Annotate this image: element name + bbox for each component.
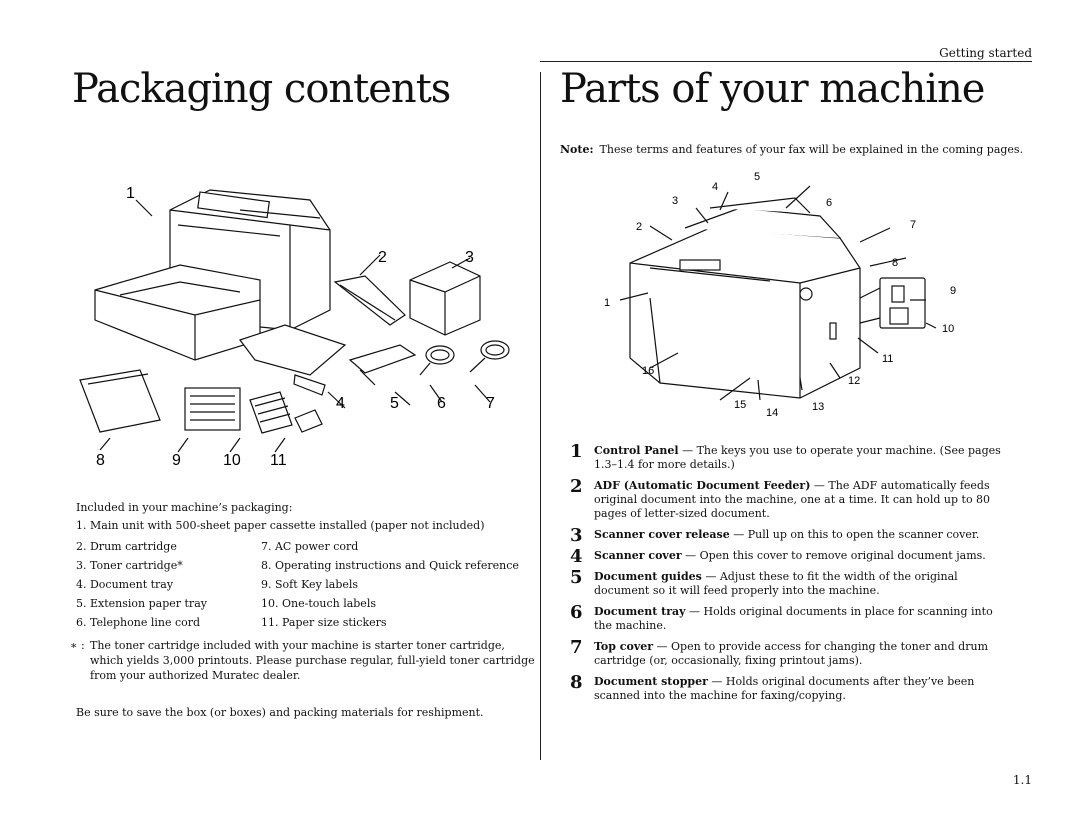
part-name: Scanner cover: [594, 549, 682, 562]
part-name: Document guides: [594, 570, 702, 583]
part-number: 1: [570, 441, 583, 462]
list-item: 5. Extension paper tray: [76, 597, 207, 610]
packaging-illustration: 1 2 3 4 5 6 7 8 9 10 11: [60, 170, 520, 470]
part-number: 7: [570, 637, 583, 658]
parts-title: Parts of your machine: [560, 66, 985, 112]
note-text: These terms and features of your fax wil…: [599, 143, 1024, 156]
packaging-item-1: 1. Main unit with 500-sheet paper casset…: [76, 519, 485, 532]
svg-text:7: 7: [486, 395, 495, 412]
svg-text:6: 6: [437, 395, 446, 412]
list-item: 2. Drum cartridge: [76, 540, 177, 553]
svg-text:11: 11: [270, 452, 287, 469]
part-name: Scanner cover release: [594, 528, 730, 541]
section-header: Getting started: [939, 46, 1032, 60]
svg-text:11: 11: [882, 353, 893, 365]
part-item: 2 ADF (Automatic Document Feeder) — The …: [570, 476, 1010, 521]
part-name: Document tray: [594, 605, 686, 618]
svg-text:15: 15: [734, 399, 746, 411]
svg-text:3: 3: [465, 249, 474, 266]
list-item: 7. AC power cord: [261, 540, 359, 553]
part-name: ADF (Automatic Document Feeder): [594, 479, 811, 492]
part-desc: — Open this cover to remove original doc…: [681, 549, 986, 562]
list-item: 9. Soft Key labels: [261, 578, 359, 591]
svg-text:3: 3: [672, 195, 678, 207]
svg-text:12: 12: [848, 375, 860, 387]
part-number: 3: [570, 525, 583, 546]
toner-footnote: ∗ : The toner cartridge included with yo…: [70, 638, 536, 683]
packaging-title: Packaging contents: [72, 66, 451, 112]
list-row: 5. Extension paper tray 10. One-touch la…: [76, 597, 526, 616]
list-item: 10. One-touch labels: [261, 597, 376, 610]
list-item: 3. Toner cartridge*: [76, 559, 183, 572]
svg-text:7: 7: [910, 219, 916, 231]
part-desc: — Pull up on this to open the scanner co…: [729, 528, 980, 541]
part-name: Control Panel: [594, 444, 679, 457]
note-label: Note:: [560, 143, 594, 156]
list-row: 6. Telephone line cord 11. Paper size st…: [76, 616, 526, 635]
svg-text:13: 13: [812, 401, 824, 413]
header-rule: [540, 61, 1032, 62]
packaging-intro: Included in your machine’s packaging:: [76, 501, 293, 514]
packaging-closing: Be sure to save the box (or boxes) and p…: [76, 706, 484, 719]
part-desc: — Holds original documents after they’ve…: [594, 675, 975, 702]
part-item: 3 Scanner cover release — Pull up on thi…: [570, 525, 1010, 546]
part-number: 2: [570, 476, 583, 497]
svg-text:6: 6: [826, 197, 832, 209]
svg-text:14: 14: [766, 407, 778, 419]
list-row: 4. Document tray 9. Soft Key labels: [76, 578, 526, 597]
part-desc: — Holds original documents in place for …: [594, 605, 993, 632]
part-desc: — Adjust these to fit the width of the o…: [594, 570, 958, 597]
svg-text:10: 10: [942, 323, 954, 335]
part-desc: — Open to provide access for changing th…: [594, 640, 988, 667]
packaging-list: 2. Drum cartridge 7. AC power cord 3. To…: [76, 540, 526, 635]
list-item: 6. Telephone line cord: [76, 616, 201, 629]
svg-text:9: 9: [950, 285, 956, 297]
part-desc: — The ADF automatically feeds original d…: [594, 479, 991, 520]
list-item: 4. Document tray: [76, 578, 174, 591]
svg-text:8: 8: [96, 452, 105, 469]
column-divider: [540, 72, 541, 760]
note: Note: These terms and features of your fa…: [560, 143, 1023, 156]
svg-text:5: 5: [390, 395, 399, 412]
part-name: Top cover: [594, 640, 654, 653]
footnote-mark: ∗ :: [70, 639, 85, 652]
part-number: 8: [570, 672, 583, 693]
list-item: 8. Operating instructions and Quick refe…: [261, 559, 519, 572]
parts-list: 1 Control Panel — The keys you use to op…: [570, 441, 1010, 710]
svg-text:16: 16: [642, 365, 654, 377]
svg-text:4: 4: [336, 395, 345, 412]
part-item: 6 Document tray — Holds original documen…: [570, 602, 1010, 633]
machine-drawing: 1 2 3 4 5 6 7 8 9 10 11 12 13 14 15 16: [604, 171, 956, 419]
svg-text:4: 4: [712, 181, 718, 193]
part-name: Document stopper: [594, 675, 708, 688]
list-row: 2. Drum cartridge 7. AC power cord: [76, 540, 526, 559]
part-number: 6: [570, 602, 583, 623]
svg-text:9: 9: [172, 452, 181, 469]
svg-text:10: 10: [223, 452, 241, 469]
svg-text:5: 5: [754, 171, 760, 183]
part-number: 4: [570, 546, 583, 567]
part-number: 5: [570, 567, 583, 588]
part-item: 5 Document guides — Adjust these to fit …: [570, 567, 1010, 598]
part-item: 7 Top cover — Open to provide access for…: [570, 637, 1010, 668]
machine-illustration: 1 2 3 4 5 6 7 8 9 10 11 12 13 14 15 16: [590, 168, 1000, 430]
part-item: 4 Scanner cover — Open this cover to rem…: [570, 546, 1010, 567]
svg-text:8: 8: [892, 257, 898, 269]
svg-text:2: 2: [636, 221, 642, 233]
page-number: 1.1: [1012, 773, 1032, 787]
svg-text:1: 1: [604, 297, 610, 309]
svg-text:2: 2: [378, 249, 387, 266]
part-desc: — The keys you use to operate your machi…: [594, 444, 1001, 471]
footnote-text: The toner cartridge included with your m…: [90, 639, 535, 682]
packaging-drawing: 1 2 3 4 5 6 7 8 9 10 11: [79, 185, 510, 469]
svg-text:1: 1: [126, 185, 135, 202]
part-item: 8 Document stopper — Holds original docu…: [570, 672, 1010, 703]
list-row: 3. Toner cartridge* 8. Operating instruc…: [76, 559, 526, 578]
part-item: 1 Control Panel — The keys you use to op…: [570, 441, 1010, 472]
list-item: 11. Paper size stickers: [261, 616, 387, 629]
